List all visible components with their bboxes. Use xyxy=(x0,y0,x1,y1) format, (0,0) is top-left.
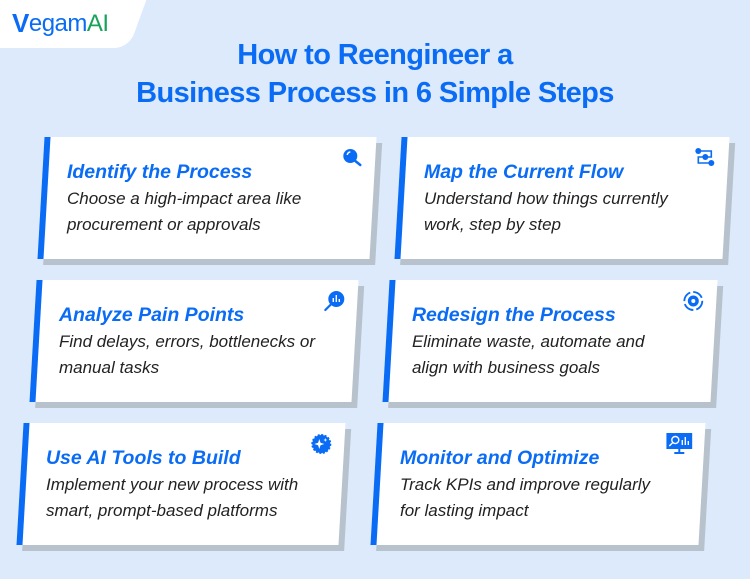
flow-icon xyxy=(695,148,715,166)
step-description: Eliminate waste, automate and align with… xyxy=(411,332,645,377)
monitor-chart-icon xyxy=(666,433,693,454)
step-title: Analyze Pain Points xyxy=(58,304,245,326)
step-title: Monitor and Optimize xyxy=(399,447,600,469)
step-description: Implement your new process with smart, p… xyxy=(45,475,299,520)
title-line-2: Business Process in 6 Simple Steps xyxy=(136,77,614,109)
logo-v: V xyxy=(12,8,29,38)
search-icon xyxy=(343,149,362,167)
step-title: Redesign the Process xyxy=(411,304,616,326)
step-card-identify: Identify the Process Choose a high-impac… xyxy=(37,137,383,265)
step-description: Choose a high-impact area like procureme… xyxy=(66,189,302,234)
step-card-map: Map the Current Flow Understand how thin… xyxy=(394,137,736,265)
logo-ai: AI xyxy=(86,9,109,37)
step-title: Identify the Process xyxy=(66,161,253,183)
step-title: Map the Current Flow xyxy=(423,161,624,183)
analytics-search-icon xyxy=(324,291,345,312)
gear-cycle-icon xyxy=(683,291,704,311)
title-line-1: How to Reengineer a xyxy=(237,39,513,71)
step-description: Understand how things currently work, st… xyxy=(423,189,668,234)
step-title: Use AI Tools to Build xyxy=(45,447,241,469)
step-card-redesign: Redesign the Process Eliminate waste, au… xyxy=(382,280,724,408)
page-title: How to Reengineer a Business Process in … xyxy=(0,36,750,112)
step-card-analyze: Analyze Pain Points Find delays, errors,… xyxy=(29,280,365,408)
step-card-ai-tools: Use AI Tools to Build Implement your new… xyxy=(16,423,352,551)
ai-chip-icon xyxy=(311,434,332,454)
step-card-monitor: Monitor and Optimize Track KPIs and impr… xyxy=(370,423,712,551)
step-description: Find delays, errors, bottlenecks or manu… xyxy=(58,332,316,377)
step-description: Track KPIs and improve regularly for las… xyxy=(399,475,651,520)
logo-text: egam xyxy=(28,9,88,37)
